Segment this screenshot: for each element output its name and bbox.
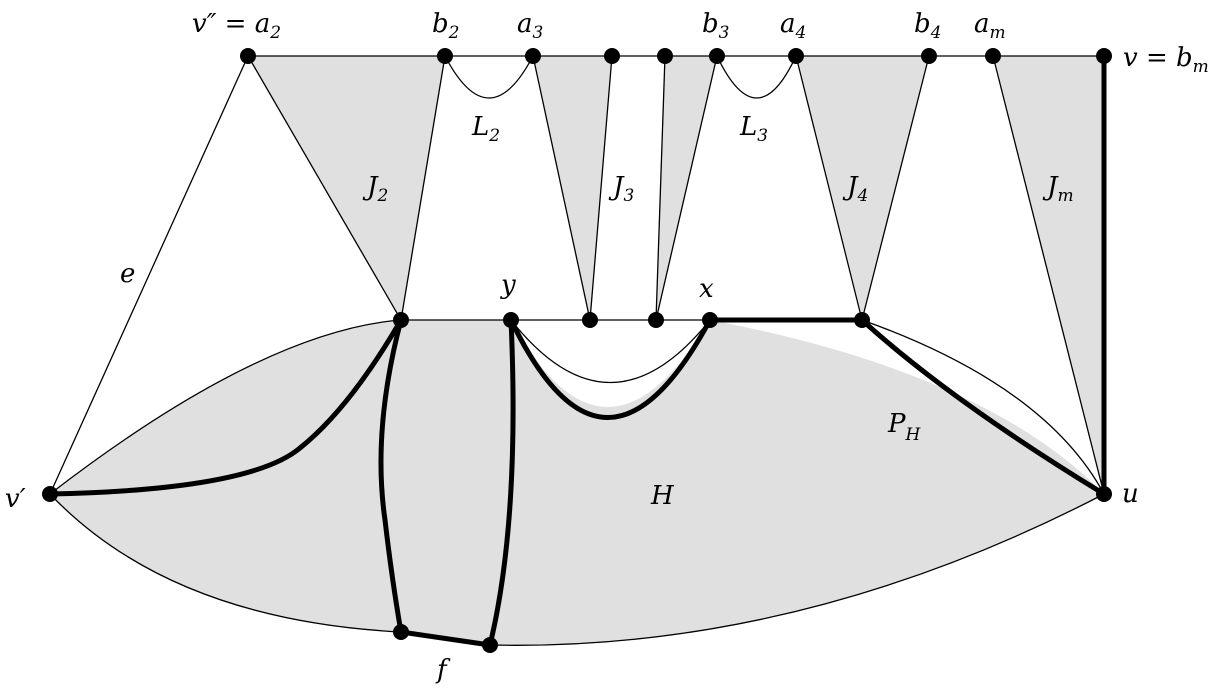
label-b2: b2 [432,9,459,43]
vertex-mid-6 [854,312,870,328]
label-Jm: Jm [1042,172,1074,206]
vertex-top-6 [657,48,673,64]
vertex-b4 [921,48,937,64]
vertex-u [1096,486,1112,502]
vertex-v [1096,48,1112,64]
vertex-v-double-prime [240,48,256,64]
white-lens-face [511,320,710,407]
label-L2: L2 [471,112,500,146]
label-J2: J2 [362,172,388,206]
vertex-x [702,312,718,328]
vertex-a3 [525,48,541,64]
vertex-mid-3 [582,312,598,328]
region-H [50,320,1104,646]
face-J4 [796,56,929,320]
vertex-a4 [788,48,804,64]
label-v: v = bm [1123,43,1209,77]
label-e: e [120,259,135,289]
label-H: H [650,481,675,511]
label-am: am [974,9,1006,43]
vertices [42,48,1112,653]
bold-path-edges [47,53,1107,648]
thin-edges [49,55,1105,646]
label-a4: a4 [780,9,806,43]
label-L3: L3 [739,112,768,146]
vertex-mid-1 [393,312,409,328]
vertex-b3 [709,48,725,64]
labels: v″ = a2 b2 a3 b3 a4 b4 am v = bm L2 L3 J… [5,9,1209,685]
label-b3: b3 [702,9,729,43]
vertex-mid-4 [648,312,664,328]
label-u: u [1122,479,1139,509]
label-y: y [500,270,516,300]
label-a3: a3 [517,9,543,43]
face-J3-left [533,56,612,320]
label-v-double-prime: v″ = a2 [192,9,281,43]
label-x: x [699,274,714,304]
vertex-f-left [393,624,409,640]
vertex-am [985,48,1001,64]
vertex-f-right [482,637,498,653]
vertex-y [503,312,519,328]
label-b4: b4 [914,9,941,43]
vertex-top-5 [604,48,620,64]
vertex-b2 [437,48,453,64]
face-J2 [248,56,445,320]
label-v-prime: v′ [5,484,26,514]
label-J3: J3 [608,172,634,206]
label-J4: J4 [842,172,868,206]
label-f: f [435,655,451,685]
label-PH: PH [887,409,922,445]
vertex-v-prime [42,486,58,502]
